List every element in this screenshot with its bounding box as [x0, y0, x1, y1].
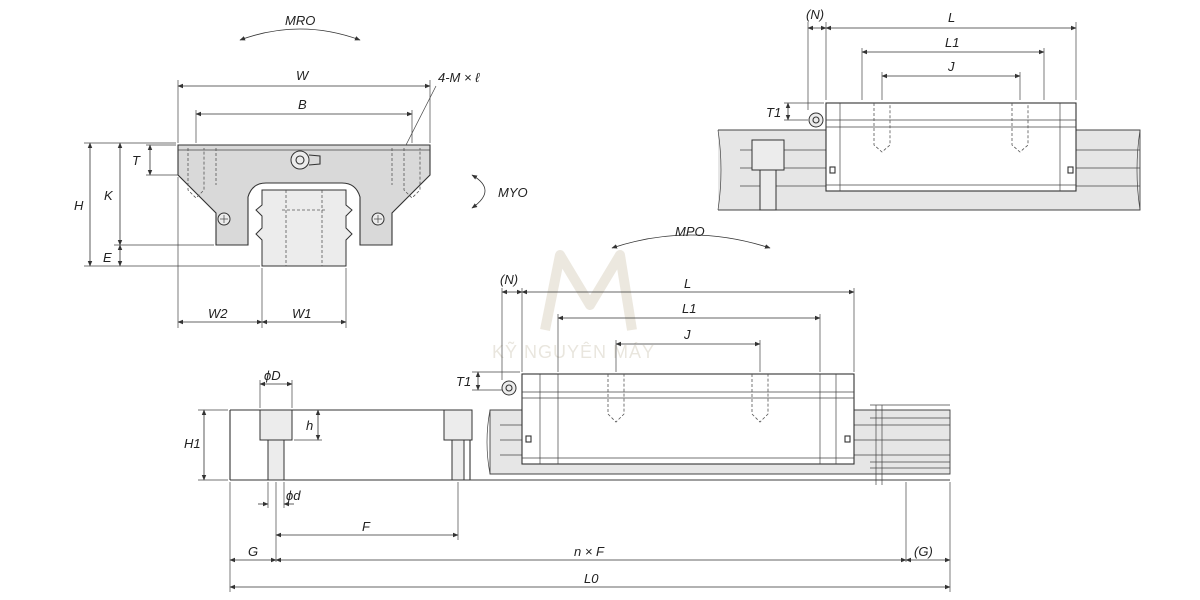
width-side-label: W2 — [208, 306, 228, 321]
side-end-seal-label: (N) — [500, 272, 518, 287]
rail-height-label: H1 — [184, 436, 201, 451]
moment-roll-label: MRO — [285, 13, 315, 28]
top-thickness-label: T1 — [766, 105, 781, 120]
rail-width-label: W1 — [292, 306, 312, 321]
watermark-text: KỸ NGUYÊN MÁY — [492, 341, 655, 362]
moment-yaw-label: MYO — [498, 185, 528, 200]
clearance-label: E — [103, 250, 112, 265]
hole-dia-label: ϕd — [286, 488, 301, 503]
mount-pitch-label: B — [298, 97, 307, 112]
counterbore-dia-label: ϕD — [264, 368, 281, 383]
side-block-length-label: L — [684, 276, 691, 291]
side-view: MPO — [184, 224, 951, 592]
rail-length-label: L0 — [584, 571, 599, 586]
counterbore-depth-label: h — [306, 418, 313, 433]
pitch-label: F — [362, 519, 371, 534]
side-body-length-label: L1 — [682, 301, 696, 316]
top-mount-pitch-label: J — [947, 59, 955, 74]
pitch-total-label: n × F — [574, 544, 605, 559]
height-label: H — [74, 198, 84, 213]
screw-depth-label: T — [132, 153, 141, 168]
watermark-logo: KỸ NGUYÊN MÁY — [492, 250, 655, 362]
end-offset-label: G — [248, 544, 258, 559]
top-body-length-label: L1 — [945, 35, 959, 50]
front-view: MRO MYO W B 4-M × ℓ T H K E — [74, 13, 528, 328]
moment-pitch-label: MPO — [675, 224, 705, 239]
side-mount-pitch-label: J — [683, 327, 691, 342]
side-thickness-label: T1 — [456, 374, 471, 389]
end-offset-right-label: (G) — [914, 544, 933, 559]
top-side-view: (N) L L1 J T1 — [717, 7, 1141, 211]
top-end-seal-label: (N) — [806, 7, 824, 22]
top-block-length-label: L — [948, 10, 955, 25]
rail-to-top-label: K — [104, 188, 114, 203]
width-label: W — [296, 68, 310, 83]
mount-screw-label: 4-M × ℓ — [438, 70, 480, 85]
